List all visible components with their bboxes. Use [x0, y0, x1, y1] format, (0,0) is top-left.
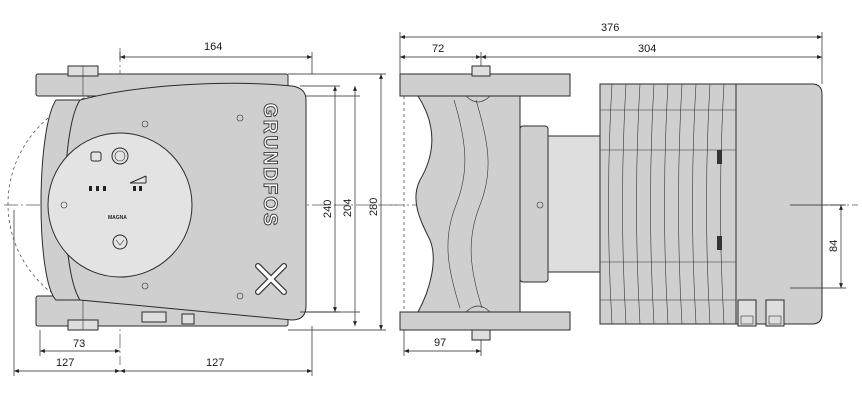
- dim-97: 97: [434, 337, 446, 349]
- shaft-center-icon: [536, 201, 544, 209]
- side-control-box: [735, 83, 823, 325]
- dim-127-left: 127: [56, 357, 74, 369]
- mode-leds-icon: [89, 186, 142, 191]
- dim-73: 73: [73, 338, 85, 350]
- dim-72: 72: [432, 43, 444, 55]
- dim-84: 84: [828, 240, 840, 252]
- power-button-icon: [111, 147, 129, 165]
- screw-icon: [60, 201, 68, 209]
- led-indicator-icon: [90, 151, 102, 162]
- mode-button-icon: [112, 234, 128, 250]
- dim-164: 164: [204, 41, 222, 53]
- screw-icon: [141, 120, 149, 128]
- front-view: MAGNA GRUNDFOS 164 240 204 280: [4, 41, 398, 376]
- pump-neck: [519, 125, 549, 283]
- dim-376: 376: [601, 22, 619, 34]
- side-bottom-boss: [471, 329, 491, 341]
- panel-label: MAGNA: [108, 215, 127, 221]
- dim-280: 280: [368, 198, 380, 216]
- dim-240: 240: [322, 200, 334, 218]
- stator-housing: [547, 135, 601, 273]
- dim-204: 204: [342, 199, 354, 217]
- side-top-boss: [471, 65, 491, 77]
- cable-gland: [141, 311, 167, 323]
- side-cable-gland: [737, 299, 757, 327]
- x-logo-icon: [255, 263, 287, 295]
- control-panel: [47, 132, 193, 278]
- screw-icon: [141, 282, 149, 290]
- side-view: 376 72 304 97 84: [390, 22, 858, 356]
- side-bottom-flange: [399, 311, 571, 331]
- screw-icon: [236, 114, 244, 122]
- screw-icon: [236, 292, 244, 300]
- cable-gland-small: [181, 313, 195, 325]
- pump-housing: [415, 95, 521, 313]
- dim-127-right: 127: [206, 357, 224, 369]
- side-top-flange: [399, 73, 571, 97]
- bar-indicator-icon: [129, 175, 147, 184]
- cooling-fins: [599, 83, 737, 325]
- side-cable-gland: [765, 299, 785, 327]
- dim-304: 304: [638, 43, 656, 55]
- brand-text: GRUNDFOS: [259, 103, 280, 228]
- housing-outline: [7, 91, 121, 317]
